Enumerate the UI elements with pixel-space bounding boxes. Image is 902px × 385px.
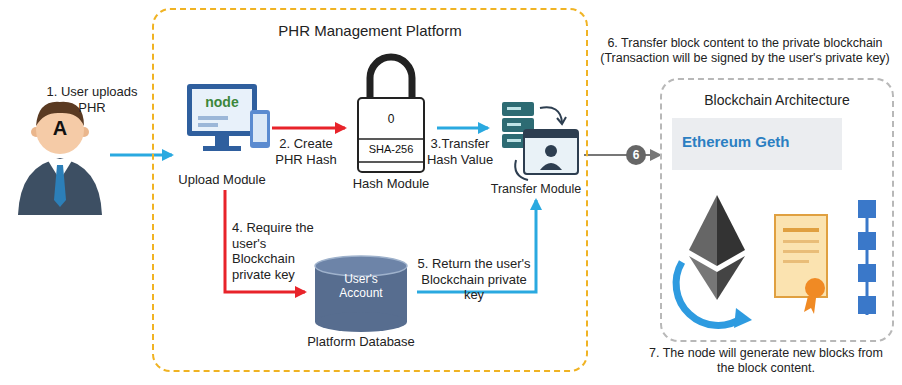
node-text: SHA-256 [345,143,437,156]
database: User's AccountPlatform Database [305,256,417,354]
chain-blocks [858,200,876,315]
ethereum-geth-band: Ethereum Geth [672,118,842,170]
node-text: node [172,94,272,111]
edge-label: 2. Create PHR Hash [268,136,344,167]
node-text: Upload Module [172,172,272,188]
edge-label: 4. Require the user's Blockchain private… [232,220,320,282]
hash-module: 0SHA-256Hash Module [345,46,437,198]
node-text: 0 [345,112,437,126]
ethereum-large-logo [676,195,752,328]
connector-arrow [110,154,172,157]
database-cylinder [315,256,407,332]
node-text: Blockchain Architecture [662,92,892,109]
edge-label: 5. Return the user's Blockchain private … [414,256,534,303]
connector-arrow [437,127,488,130]
transfer-module: Transfer Module [488,96,584,200]
edge-label: 1. User uploads PHR [46,84,138,115]
certificate-icon [775,215,827,314]
platform-region: PHR Management Platform nodeUpload Module… [152,8,588,372]
edge-label: 3.Transfer Hash Value [426,136,494,167]
connector-arrow [584,154,660,156]
node-text: Platform Database [305,334,417,350]
upload-module: nodeUpload Module [172,80,272,190]
node-text: Transfer Module [488,182,584,197]
server-icon [502,102,578,180]
node-text: PHR Management Platform [154,22,586,40]
blockchain-region: Blockchain ArchitectureEthereum Geth [660,78,894,342]
node-text: Hash Module [345,176,437,192]
step-note: 6. Transfer block content to the private… [592,36,898,66]
node-text: A [10,116,110,140]
callout-number: 6 [626,145,646,165]
node-text: Ethereum Geth [682,133,798,151]
node-text: User's Account [327,272,395,301]
step-note: 7. The node will generate new blocks fro… [640,346,892,376]
connector-arrow [272,127,345,130]
